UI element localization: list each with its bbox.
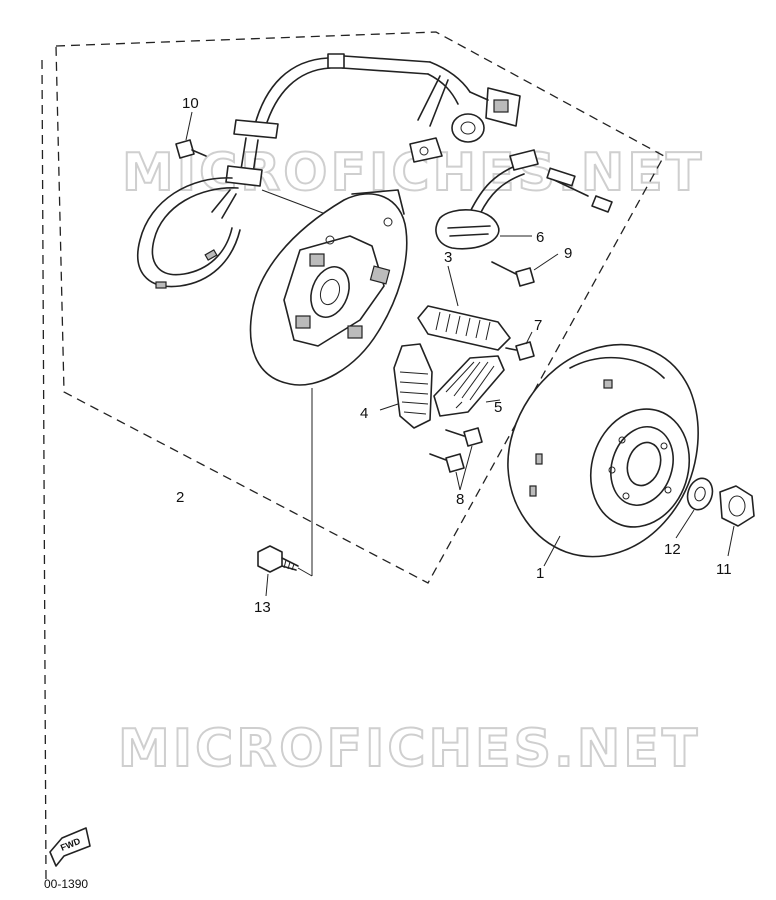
callout-2: 2 [176, 489, 184, 506]
stator-coil-3 [417, 265, 511, 351]
stator-coil-4 [379, 343, 433, 429]
callout-1: 1 [536, 565, 544, 582]
screws-8 [429, 427, 483, 491]
wire-harness [137, 53, 521, 289]
stator-base-plate [249, 189, 408, 576]
bolt-10 [175, 111, 207, 159]
callout-8: 8 [456, 491, 464, 508]
callout-6: 6 [536, 229, 544, 246]
watermark-bottom: MICROFICHES.NET [118, 719, 700, 779]
callout-3: 3 [444, 249, 452, 266]
callout-10: 10 [182, 95, 199, 112]
callout-13: 13 [254, 599, 271, 616]
flywheel-rotor [507, 343, 699, 567]
callout-5: 5 [494, 399, 502, 416]
margin-guide-line [41, 59, 47, 881]
pickup-coil-6 [435, 149, 613, 250]
assembly-boundary [55, 31, 665, 584]
washer-12 [675, 477, 714, 539]
forward-arrow: FWD [49, 827, 91, 867]
figure-code: 00-1390 [44, 877, 88, 891]
screw-9 [491, 253, 559, 287]
screw-7 [505, 331, 535, 361]
callout-11: 11 [716, 561, 732, 578]
callout-4: 4 [360, 405, 368, 422]
callout-9: 9 [564, 245, 572, 262]
stator-coil-5 [433, 355, 505, 417]
bolt-13 [257, 545, 313, 597]
nut-11 [719, 485, 755, 557]
callout-7: 7 [534, 317, 542, 334]
callout-12: 12 [664, 541, 681, 558]
